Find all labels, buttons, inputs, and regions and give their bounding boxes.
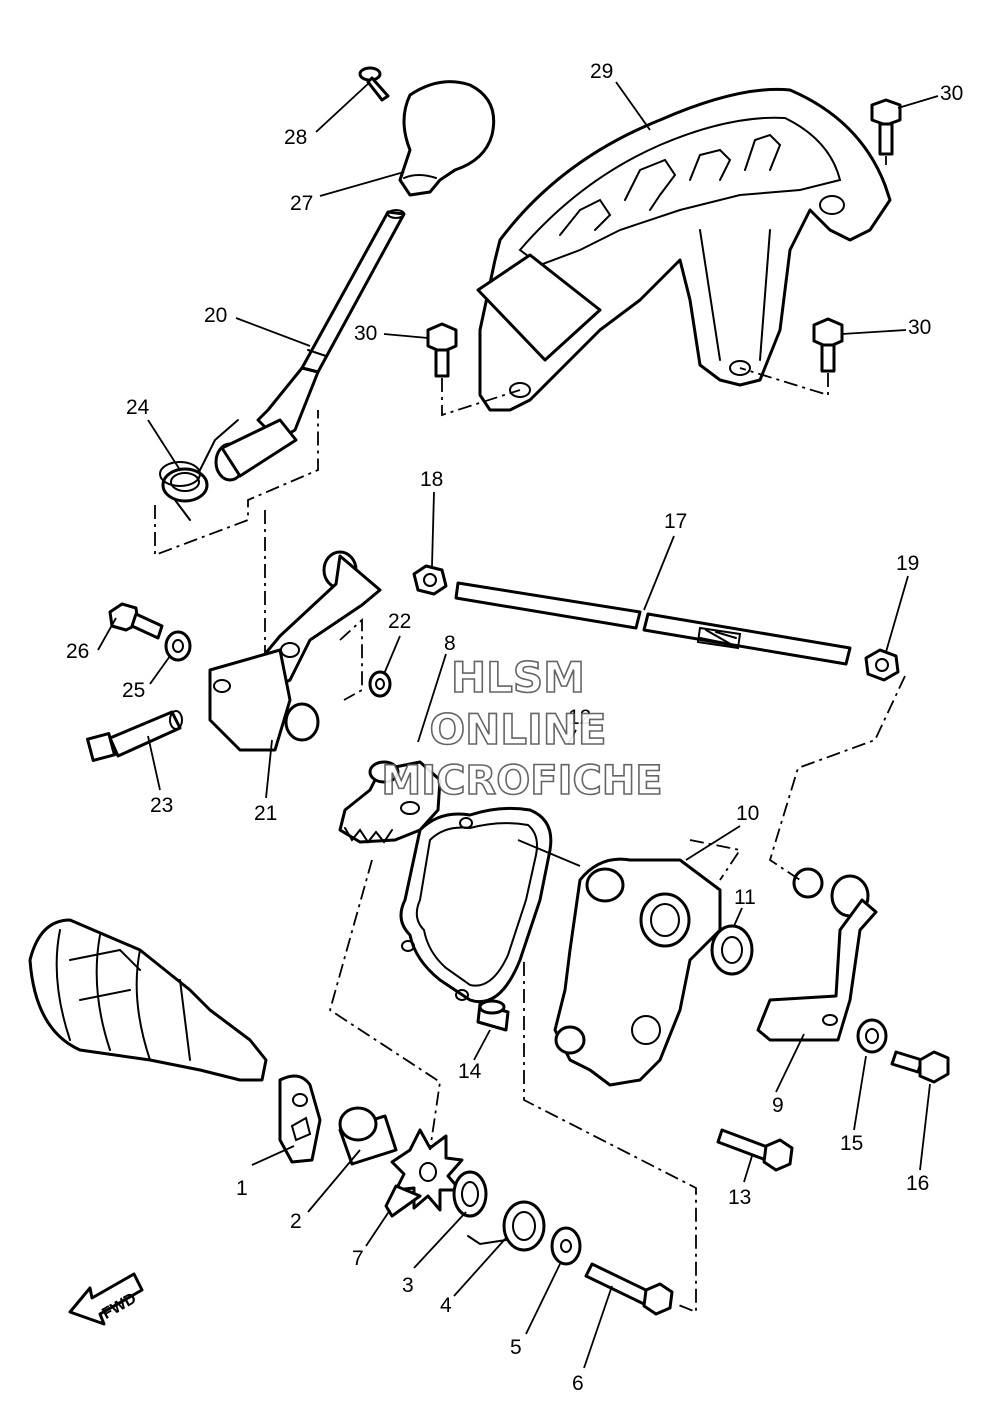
watermark-line-1: HLSM: [451, 653, 585, 702]
part-number-30-right: 30: [908, 316, 931, 339]
part-number-11: 11: [734, 886, 756, 909]
part-number-30-top: 30: [940, 82, 963, 105]
part-5-washer: [550, 1226, 582, 1266]
watermark: HLSM ONLINE MICROFICHE: [381, 652, 664, 805]
part-number-30-left: 30: [354, 322, 377, 345]
part-number-3: 3: [402, 1274, 414, 1297]
part-29-shift-gate-cover: [476, 87, 892, 412]
part-number-23: 23: [150, 794, 173, 817]
part-26-bolt: [108, 602, 164, 640]
part-number-8: 8: [444, 632, 456, 655]
part-number-16: 16: [906, 1172, 929, 1195]
part-number-6: 6: [572, 1372, 584, 1395]
watermark-line-2: ONLINE: [429, 705, 606, 754]
part-9-shift-arm: [756, 867, 878, 1042]
part-number-10: 10: [736, 802, 759, 825]
part-number-2: 2: [290, 1210, 302, 1233]
part-number-18: 18: [420, 468, 443, 491]
part-28-screw: [358, 66, 390, 102]
part-30-bolt-top-right: [870, 98, 902, 165]
part-number-9: 9: [772, 1094, 784, 1117]
part-10-cover: [553, 857, 722, 1087]
part-8-shift-segment: [338, 760, 442, 844]
dashed-assembly-lines: [328, 675, 906, 1314]
part-6-bolt: [584, 1262, 674, 1316]
part-3-washer: [452, 1170, 488, 1218]
part-number-25: 25: [122, 679, 145, 702]
part-4-spring: [467, 1200, 546, 1252]
part-16-bolt: [890, 1050, 950, 1084]
part-numbers: 1 2 3 4 5 6 7 8 9 10 11 12 13 14 15 16 1…: [66, 60, 963, 1395]
watermark-line-3: MICROFICHE: [381, 758, 662, 804]
part-27-shift-knob: [398, 80, 496, 197]
part-20-shift-lever: [214, 209, 406, 482]
part-2-collar: [338, 1106, 398, 1166]
part-22-washer: [368, 670, 392, 698]
part-30-bolt-left: [426, 322, 521, 417]
part-13-bolt: [716, 1128, 794, 1172]
part-24-torsion-spring: [159, 419, 239, 521]
part-19-nut: [864, 648, 900, 682]
part-number-7: 7: [352, 1247, 364, 1270]
part-7-star-wheel: [384, 1128, 464, 1218]
part-number-12: 12: [568, 706, 591, 729]
part-number-21: 21: [254, 802, 277, 825]
part-number-14: 14: [458, 1060, 482, 1083]
part-21-shift-arm: [208, 550, 382, 752]
fwd-direction-arrow: FWD: [68, 1272, 144, 1326]
part-14-dowel-pin: [476, 999, 510, 1032]
part-number-22: 22: [388, 610, 411, 633]
part-number-1: 1: [236, 1177, 248, 1200]
part-number-24: 24: [126, 396, 150, 419]
part-number-26: 26: [66, 640, 89, 663]
leader-lines: [97, 81, 939, 1369]
part-number-17: 17: [664, 510, 687, 533]
part-23-bolt: [86, 710, 183, 762]
part-number-27: 27: [290, 192, 313, 215]
part-number-28: 28: [284, 126, 307, 149]
part-number-19: 19: [896, 552, 919, 575]
part-number-29: 29: [590, 60, 613, 83]
part-12-gasket: [399, 806, 553, 1003]
part-number-13: 13: [728, 1186, 751, 1209]
part-17-shift-rod: [454, 581, 852, 666]
part-1-stopper-plate: [278, 1074, 322, 1164]
leader-group-lever: [154, 410, 319, 660]
part-15-washer: [856, 1018, 888, 1054]
shift-drum-reference: [28, 918, 268, 1082]
part-30-bolt-right: [739, 317, 844, 397]
part-number-4: 4: [440, 1294, 452, 1317]
part-number-15: 15: [840, 1132, 863, 1155]
part-18-nut: [412, 564, 448, 596]
part-25-washer: [164, 630, 192, 662]
part-number-5: 5: [510, 1336, 522, 1359]
part-11-oil-seal: [710, 924, 754, 976]
part-number-20: 20: [204, 304, 227, 327]
